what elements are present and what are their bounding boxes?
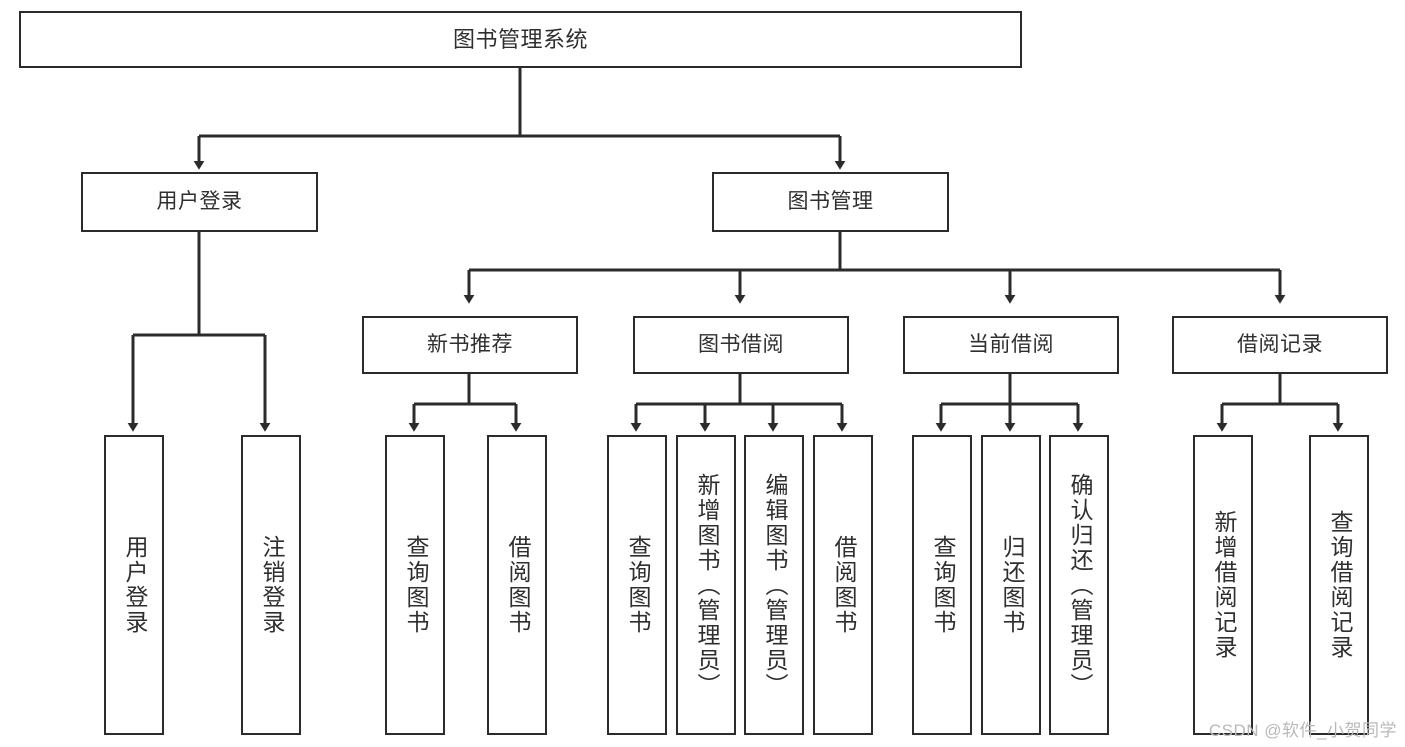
- leaf-query-book-3[interactable]: 查询图书: [912, 435, 972, 735]
- leaf-user-login-label: 用户登录: [121, 535, 148, 635]
- leaf-confirm-return-admin[interactable]: 确认归还（管理员）: [1049, 435, 1109, 735]
- node-new-book-recommend-label: 新书推荐: [427, 332, 513, 356]
- node-book-borrow[interactable]: 图书借阅: [633, 316, 849, 374]
- leaf-add-borrow-record[interactable]: 新增借阅记录: [1193, 435, 1253, 735]
- leaf-add-book-admin[interactable]: 新增图书（管理员）: [676, 435, 736, 735]
- node-borrow-record[interactable]: 借阅记录: [1172, 316, 1388, 374]
- leaf-query-book-1-label: 查询图书: [402, 535, 429, 635]
- node-current-borrow-label: 当前借阅: [968, 332, 1054, 356]
- leaf-logout-login[interactable]: 注销登录: [241, 435, 301, 735]
- leaf-edit-book-admin[interactable]: 编辑图书（管理员）: [744, 435, 804, 735]
- leaf-edit-book-admin-label: 编辑图书（管理员）: [761, 472, 788, 698]
- watermark: CSDN @软件_小贺同学: [1208, 721, 1397, 740]
- node-book-borrow-label: 图书借阅: [698, 332, 784, 356]
- leaf-borrow-book-1[interactable]: 借阅图书: [487, 435, 547, 735]
- node-user-login-label: 用户登录: [156, 189, 243, 213]
- leaf-query-book-1[interactable]: 查询图书: [385, 435, 445, 735]
- leaf-query-book-2[interactable]: 查询图书: [607, 435, 667, 735]
- leaf-confirm-return-admin-label: 确认归还（管理员）: [1066, 472, 1093, 698]
- leaf-add-book-admin-label: 新增图书（管理员）: [693, 472, 720, 698]
- leaf-borrow-book-1-label: 借阅图书: [504, 535, 531, 635]
- node-current-borrow[interactable]: 当前借阅: [903, 316, 1119, 374]
- leaf-query-borrow-record-label: 查询借阅记录: [1326, 510, 1353, 660]
- leaf-query-book-3-label: 查询图书: [929, 535, 956, 635]
- leaf-return-book[interactable]: 归还图书: [981, 435, 1041, 735]
- node-book-manage[interactable]: 图书管理: [712, 172, 949, 232]
- node-book-manage-label: 图书管理: [787, 189, 874, 213]
- leaf-query-borrow-record[interactable]: 查询借阅记录: [1309, 435, 1369, 735]
- leaf-user-login[interactable]: 用户登录: [104, 435, 164, 735]
- node-root-label: 图书管理系统: [452, 26, 588, 52]
- leaf-borrow-book-2-label: 借阅图书: [830, 535, 857, 635]
- leaf-logout-login-label: 注销登录: [258, 535, 285, 635]
- node-root[interactable]: 图书管理系统: [19, 11, 1022, 68]
- leaf-query-book-2-label: 查询图书: [624, 535, 651, 635]
- leaf-borrow-book-2[interactable]: 借阅图书: [813, 435, 873, 735]
- node-user-login[interactable]: 用户登录: [81, 172, 318, 232]
- leaf-add-borrow-record-label: 新增借阅记录: [1210, 510, 1237, 660]
- leaf-return-book-label: 归还图书: [998, 535, 1025, 635]
- node-new-book-recommend[interactable]: 新书推荐: [362, 316, 578, 374]
- node-borrow-record-label: 借阅记录: [1237, 332, 1323, 356]
